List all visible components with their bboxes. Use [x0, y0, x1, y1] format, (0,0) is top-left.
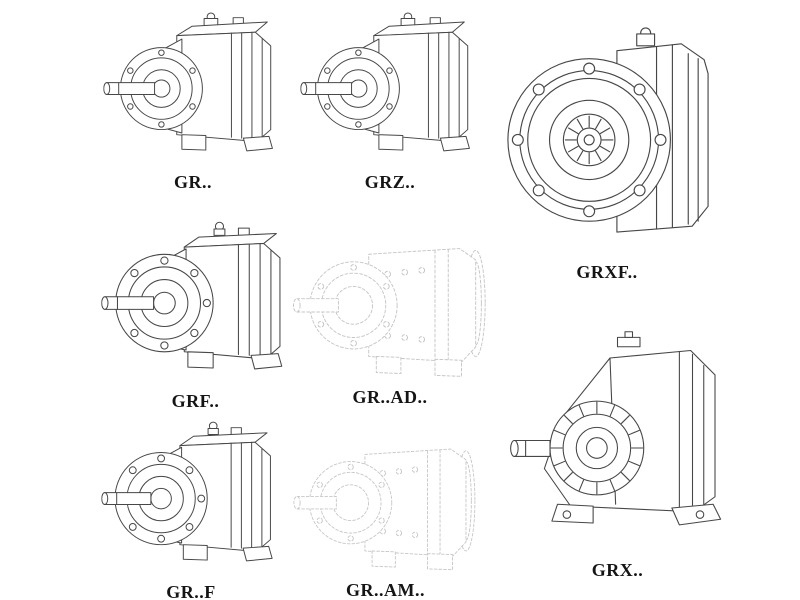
gearbox-cell-grf: GRF.. [98, 220, 293, 412]
large-foot-mounted-gear-unit-icon [505, 310, 730, 556]
gearbox-cell-gr-am: GR..AM.. [288, 424, 483, 600]
gearbox-cell-gr-f: GR..F [96, 420, 286, 600]
flange-mounted-gear-unit-front-icon [498, 6, 716, 258]
gearbox-cell-grxf: GRXF.. [497, 6, 717, 283]
gearbox-cell-grx: GRX.. [505, 310, 730, 581]
model-label-grx: GRX.. [591, 560, 644, 580]
model-label-grxf: GRXF.. [576, 262, 638, 282]
model-label-grz: GRZ.. [364, 172, 416, 192]
model-label-gr: GR.. [174, 172, 212, 192]
gearbox-cell-gr-ad: GR..AD.. [290, 222, 490, 408]
gearbox-cell-gr: GR.. [98, 10, 288, 193]
inline-helical-gear-unit-icon [300, 10, 480, 168]
gearbox-cell-grz: GRZ.. [295, 10, 485, 193]
gear-unit-with-motor-adapter-icon [293, 424, 478, 576]
flange-gear-unit-icon [101, 220, 291, 387]
foot-flange-gear-unit-icon [101, 420, 281, 578]
model-label-gr-ad: GR..AD.. [352, 387, 428, 407]
model-label-gr-f: GR..F [166, 582, 216, 600]
inline-helical-gear-unit-icon [103, 10, 283, 168]
gear-unit-with-input-adapter-icon [293, 222, 488, 383]
model-label-grf: GRF.. [171, 391, 220, 411]
model-label-gr-am: GR..AM.. [346, 580, 425, 600]
